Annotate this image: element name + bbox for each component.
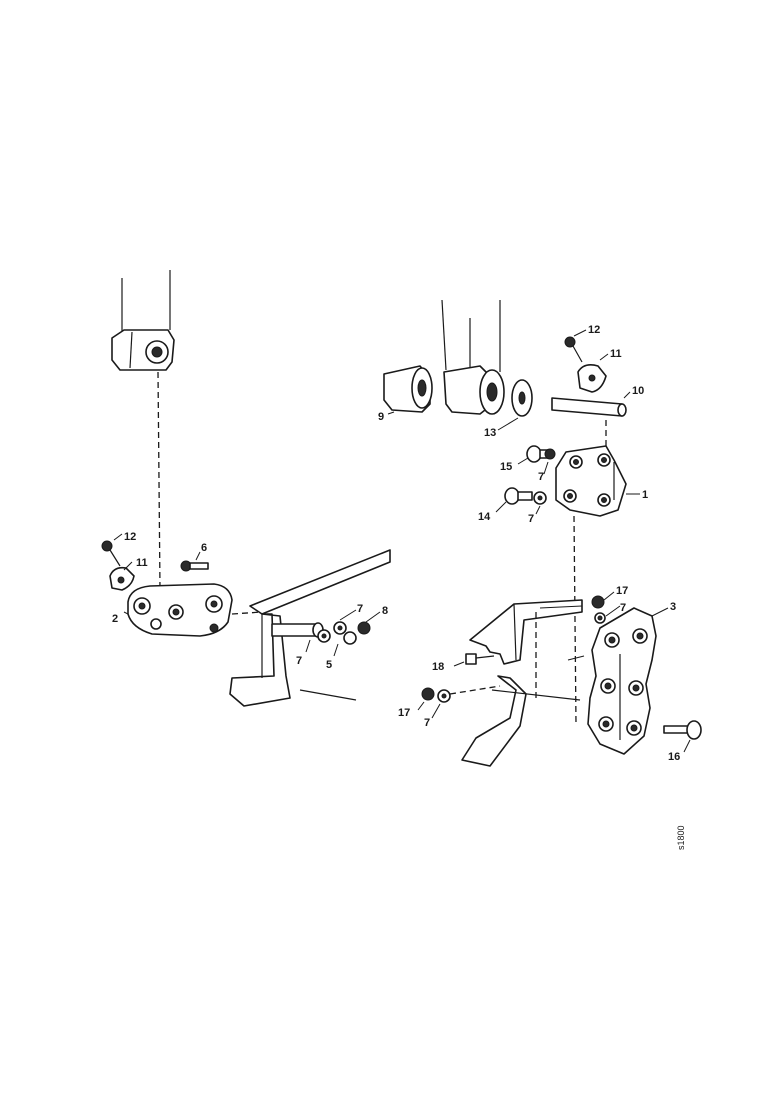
callout-right-10: 10	[632, 385, 644, 397]
callout-right-7a: 7	[538, 471, 544, 483]
left-assembly: 12 11 6 2 7 8 7 5	[101, 270, 391, 707]
left-shock-absorber	[111, 270, 175, 371]
right-bracket-3	[587, 607, 657, 755]
right-washer-7a	[544, 448, 556, 460]
right-bushing-9	[383, 365, 433, 413]
right-bolt-16	[663, 720, 702, 740]
callout-left-7b: 7	[296, 655, 302, 667]
right-nut-17b	[421, 687, 435, 701]
callout-right-17b: 17	[398, 707, 410, 719]
callout-right-7b: 7	[528, 513, 534, 525]
callout-right-16: 16	[668, 751, 680, 763]
right-washer-7c	[594, 612, 606, 624]
left-bracket-2	[127, 583, 233, 637]
right-shock-absorber	[441, 299, 505, 415]
left-bolt-6	[180, 560, 209, 572]
left-clamp-11	[109, 566, 135, 591]
left-nut-8	[357, 621, 371, 635]
left-nut-5b	[343, 631, 357, 645]
callout-right-9: 9	[378, 411, 384, 423]
right-main-axis	[573, 515, 577, 725]
callout-right-7d: 7	[424, 717, 430, 729]
left-mount-axis	[231, 611, 263, 615]
right-bolt-14	[504, 487, 533, 505]
callout-right-1: 1	[642, 489, 648, 501]
callout-right-18: 18	[432, 661, 444, 673]
callout-right-12: 12	[588, 324, 600, 336]
callout-left-7a: 7	[357, 603, 363, 615]
right-nut-17a	[591, 595, 605, 609]
right-bolt-18	[465, 653, 495, 665]
callout-left-5: 5	[326, 659, 332, 671]
right-washer-7b	[533, 491, 547, 505]
left-washer-7b	[317, 629, 331, 643]
left-spacer-5	[271, 622, 324, 638]
callout-left-6: 6	[201, 542, 207, 554]
right-bracket-1	[555, 445, 627, 517]
left-chassis-frame	[229, 549, 391, 707]
callout-left-12: 12	[124, 531, 136, 543]
callout-right-14: 14	[478, 511, 491, 523]
callout-right-7c: 7	[620, 602, 626, 614]
right-assembly: 12 11 10 9 13 15 7 1 14 7 17 7 3 18 17 7…	[378, 299, 702, 767]
callout-left-8: 8	[382, 605, 388, 617]
right-washer-13	[511, 379, 533, 417]
callout-right-15: 15	[500, 461, 512, 473]
right-clamp-11	[577, 364, 607, 393]
right-washer-7d	[437, 689, 451, 703]
callout-right-13: 13	[484, 427, 496, 439]
figure-reference-code: s1800	[676, 825, 686, 850]
right-bolt-12	[564, 336, 583, 363]
left-bolt-12	[101, 540, 121, 567]
callout-right-3: 3	[670, 601, 676, 613]
callout-right-11: 11	[610, 348, 622, 360]
right-chassis-frame	[461, 599, 585, 767]
left-washer-7a	[333, 621, 347, 635]
callout-left-11: 11	[136, 557, 148, 569]
right-pin-10	[551, 397, 627, 417]
callout-left-2: 2	[112, 613, 118, 625]
callout-right-17a: 17	[616, 585, 628, 597]
left-assembly-axis	[157, 371, 161, 591]
